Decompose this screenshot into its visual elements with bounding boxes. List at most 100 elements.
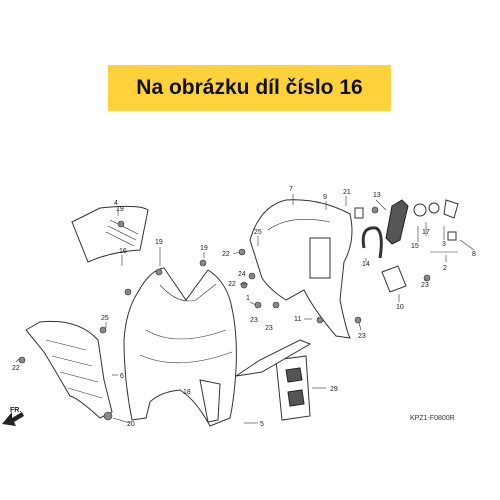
side-strip[interactable]	[235, 339, 312, 377]
diagram-shape	[287, 389, 305, 407]
callout-14: 14	[362, 261, 370, 268]
diagram-shape	[107, 225, 137, 241]
callout-23a: 22	[12, 365, 20, 372]
fasteners	[18, 220, 431, 421]
diagram-shape	[99, 326, 107, 334]
callout-26: 24	[238, 271, 246, 278]
callout-9: 9	[323, 194, 327, 201]
callout-20: 20	[127, 421, 135, 428]
part-10-box[interactable]	[381, 265, 407, 293]
callout-19b: 19	[155, 239, 163, 246]
callout-labels: 4 19 16 19 19 25 22 6 18 20 5 7 9 21 13 …	[12, 186, 476, 428]
callout-8: 7	[289, 186, 293, 193]
callout-28: 25	[101, 315, 109, 322]
diagram-shape	[428, 202, 440, 214]
part-6-under-cover[interactable]	[25, 320, 113, 419]
diagram-shape	[240, 281, 248, 289]
part-13-bracket[interactable]	[385, 199, 409, 245]
callout-leaders	[15, 194, 475, 424]
diagram-shape	[413, 203, 427, 217]
callout-27: 25	[254, 229, 262, 236]
diagram-shape	[25, 320, 113, 419]
diagram-shape	[361, 226, 383, 259]
diagram-shape	[354, 316, 362, 324]
diagram-shape	[375, 199, 387, 211]
diagram-shape	[51, 355, 93, 367]
callout-16: 16	[119, 248, 127, 255]
diagram-shape	[155, 268, 163, 276]
diagram-shape	[199, 379, 221, 423]
diagram-shape	[15, 357, 21, 363]
diagram-code: KPZ1-F0800R	[410, 415, 455, 422]
diagram-shape	[232, 251, 241, 255]
callout-1: 1	[246, 295, 250, 302]
part-5-front-cover[interactable]	[123, 267, 237, 427]
diagram-shape	[117, 220, 125, 228]
diagram-shape	[309, 237, 331, 279]
diagram-shape	[103, 411, 113, 421]
diagram-shape	[371, 206, 379, 214]
callout-24: 23	[358, 333, 366, 340]
callout-10: 10	[396, 304, 404, 311]
diagram-shape	[235, 339, 312, 377]
banner-background	[108, 65, 391, 111]
diagram-shape	[267, 219, 331, 231]
diagram-shape	[124, 288, 132, 296]
diagram-shape	[67, 387, 103, 399]
callout-29: 29	[330, 386, 338, 393]
diagram-shape	[354, 207, 364, 219]
diagram-shape	[443, 199, 459, 219]
callout-15: 15	[411, 243, 419, 250]
callout-5: 5	[260, 421, 264, 428]
diagram-shape	[159, 283, 217, 302]
diagram-shape	[112, 417, 131, 424]
diagram-shape	[285, 367, 303, 383]
diagram-shape	[249, 301, 257, 306]
diagram-shape	[248, 272, 256, 280]
diagram-shape	[254, 301, 262, 309]
diagram-shape	[381, 265, 407, 293]
diagram-shape	[139, 351, 233, 364]
callout-19a: 19	[116, 206, 124, 213]
callout-25a: 23	[250, 317, 258, 324]
front-direction-arrow: FR.	[2, 407, 24, 426]
diagram-shape	[316, 316, 324, 324]
diagram-shape	[272, 301, 280, 309]
diagram-shape	[459, 239, 475, 251]
part-14-hose[interactable]	[361, 226, 383, 259]
part-9-clip[interactable]	[354, 207, 364, 219]
diagram-shape	[2, 412, 24, 426]
lock-assembly[interactable]	[413, 199, 459, 241]
part-21-screw[interactable]	[371, 206, 379, 214]
part-8-inner-panel[interactable]	[249, 199, 353, 339]
callout-23b: 23	[421, 282, 429, 289]
callout-21: 21	[343, 189, 351, 196]
diagram-shape	[105, 231, 135, 247]
diagram-shape	[123, 267, 237, 427]
diagram-shape	[447, 231, 457, 241]
direction-label: FR.	[10, 407, 21, 414]
diagram-shape	[199, 259, 207, 267]
callout-25b: 23	[265, 325, 273, 332]
diagram-shape	[59, 371, 99, 383]
banner-title: Na obrázku díl číslo 16	[136, 76, 363, 99]
callout-11: 11	[294, 316, 301, 323]
diagram-shape	[45, 339, 87, 351]
callout-6: 6	[120, 373, 124, 380]
callout-4: 4	[114, 200, 118, 207]
callout-18: 18	[183, 389, 191, 396]
diagram-shape	[145, 329, 227, 340]
diagram-shape	[249, 199, 353, 339]
diagram-shape	[358, 322, 362, 331]
callout-2: 2	[443, 265, 447, 272]
callout-13: 13	[373, 192, 381, 199]
callout-19c: 19	[200, 245, 208, 252]
part-29-emblem[interactable]	[275, 355, 311, 421]
callout-7: 8	[472, 251, 476, 258]
callout-22b: 22	[228, 281, 236, 288]
diagram-shape	[18, 356, 26, 364]
part-4-side-cover[interactable]	[71, 205, 149, 263]
callout-3: 3	[442, 241, 446, 248]
diagram-shape	[275, 355, 311, 421]
